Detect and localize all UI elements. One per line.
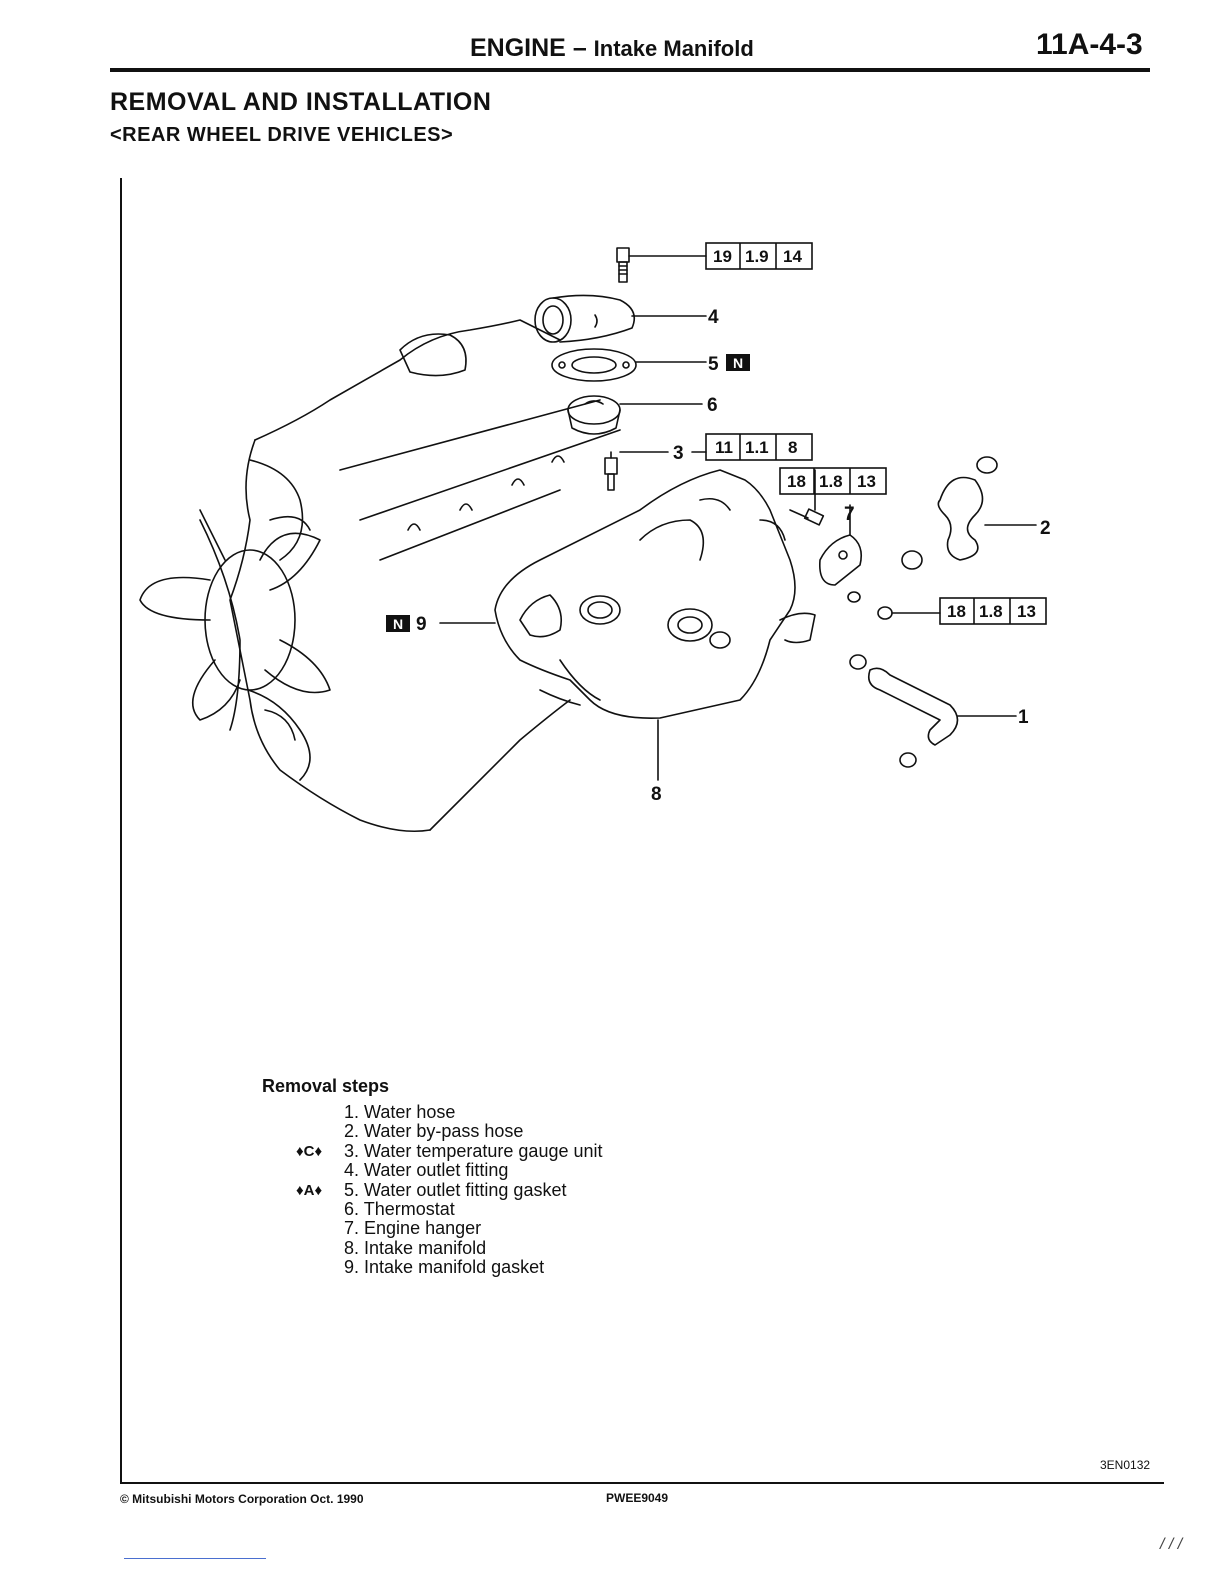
installation-marker: ♦A♦ bbox=[296, 1181, 323, 1199]
step-number: 6. bbox=[344, 1199, 360, 1219]
removal-step: 6. Thermostat bbox=[344, 1199, 455, 1220]
top-bolt-illustration bbox=[616, 247, 707, 283]
removal-step: 7. Engine hanger bbox=[344, 1218, 481, 1239]
step-text: Intake manifold bbox=[364, 1237, 487, 1258]
torque-top-kgm: 1.9 bbox=[745, 247, 769, 266]
scan-artifact-line bbox=[124, 1558, 266, 1559]
callout-7: 7 bbox=[844, 504, 855, 525]
step-text: Water hose bbox=[364, 1102, 456, 1122]
gauge-unit-illustration bbox=[604, 451, 707, 491]
callout-9: 9 bbox=[416, 614, 427, 635]
torque-spec-top-bolt bbox=[705, 242, 813, 270]
step-text: Engine hanger bbox=[364, 1218, 482, 1239]
header-rule bbox=[110, 68, 1150, 72]
cooling-fan-illustration bbox=[139, 509, 331, 721]
footer-copyright: © Mitsubishi Motors Corporation Oct. 199… bbox=[120, 1492, 364, 1506]
figure-frame-bottom bbox=[120, 1482, 1164, 1484]
bypass-hose-illustration bbox=[901, 456, 1037, 570]
new-part-badge-9 bbox=[386, 615, 410, 632]
callout-2: 2 bbox=[1040, 518, 1051, 539]
page-number: 11A-4-3 bbox=[1036, 28, 1143, 61]
torque-spec-gauge-unit bbox=[705, 433, 813, 461]
step-number: 7. bbox=[344, 1218, 360, 1239]
callout-1: 1 bbox=[1018, 707, 1029, 728]
torque-gauge-nm: 11 bbox=[715, 438, 733, 457]
page-heading: REMOVAL AND INSTALLATION bbox=[110, 88, 492, 116]
new-part-symbol-5: N bbox=[733, 355, 743, 371]
torque-hanger-bolt-nm: 18 bbox=[787, 472, 806, 491]
installation-marker: ♦C♦ bbox=[296, 1142, 323, 1160]
thermostat-illustration bbox=[567, 395, 703, 435]
removal-step: 2. Water by-pass hose bbox=[344, 1121, 523, 1142]
outlet-gasket-illustration bbox=[551, 348, 707, 382]
torque-top-ftlbs: 14 bbox=[783, 247, 802, 266]
step-text: Intake manifold gasket bbox=[364, 1257, 545, 1278]
handwritten-mark: / / / bbox=[1160, 1536, 1183, 1553]
callout-3: 3 bbox=[673, 443, 684, 464]
step-text: Water by-pass hose bbox=[364, 1121, 524, 1142]
footer-document-code: PWEE9049 bbox=[606, 1491, 669, 1505]
torque-gauge-ftlbs: 8 bbox=[788, 438, 797, 457]
step-number: 3. bbox=[344, 1140, 360, 1161]
removal-step: 1. Water hose bbox=[344, 1102, 455, 1123]
step-text: Water temperature gauge unit bbox=[364, 1140, 603, 1161]
torque-hanger-nut-ftlbs: 13 bbox=[1017, 602, 1036, 621]
figure-code: 3EN0132 bbox=[1100, 1458, 1151, 1472]
removal-steps-heading: Removal steps bbox=[262, 1076, 390, 1096]
step-number: 4. bbox=[344, 1160, 360, 1181]
step-number: 1. bbox=[344, 1102, 360, 1122]
step-number: 5. bbox=[344, 1179, 360, 1200]
water-outlet-fitting-illustration bbox=[534, 294, 707, 343]
removal-step: 9. Intake manifold gasket bbox=[344, 1257, 544, 1278]
torque-hanger-bolt-kgm: 1.8 bbox=[819, 472, 843, 491]
callout-6: 6 bbox=[707, 395, 718, 416]
removal-step: 8. Intake manifold bbox=[344, 1238, 486, 1259]
new-part-badge-5 bbox=[726, 354, 750, 371]
step-number: 8. bbox=[344, 1237, 360, 1258]
section-title: ENGINE – Intake Manifold bbox=[470, 34, 754, 63]
title-dash: – bbox=[572, 34, 587, 62]
removal-step: ♦A♦ 5. Water outlet fitting gasket bbox=[296, 1179, 567, 1201]
torque-spec-hanger-bolt bbox=[779, 467, 887, 495]
section-subject: Intake Manifold bbox=[593, 36, 754, 61]
torque-hanger-bolt-ftlbs: 13 bbox=[857, 472, 876, 491]
callout-4: 4 bbox=[708, 307, 719, 328]
new-part-symbol-9: N bbox=[393, 616, 403, 632]
figure-frame-left bbox=[120, 178, 122, 1484]
callout-8: 8 bbox=[651, 784, 662, 805]
torque-gauge-kgm: 1.1 bbox=[745, 438, 769, 457]
water-hose-illustration bbox=[849, 654, 1017, 768]
step-text: Thermostat bbox=[363, 1199, 455, 1219]
engine-hanger-illustration bbox=[789, 469, 941, 620]
section-name: ENGINE bbox=[470, 34, 566, 62]
intake-manifold-illustration bbox=[439, 469, 816, 781]
callout-5: 5 bbox=[708, 354, 719, 375]
step-number: 2. bbox=[344, 1121, 360, 1142]
torque-spec-hanger-nut bbox=[939, 597, 1047, 625]
engine-block-illustration bbox=[199, 319, 621, 833]
removal-step: ♦C♦ 3. Water temperature gauge unit bbox=[296, 1140, 603, 1162]
torque-hanger-nut-kgm: 1.8 bbox=[979, 602, 1003, 621]
step-number: 9. bbox=[344, 1257, 360, 1278]
step-text: Water outlet fitting gasket bbox=[364, 1179, 567, 1200]
removal-step: 4. Water outlet fitting bbox=[344, 1160, 508, 1181]
torque-hanger-nut-nm: 18 bbox=[947, 602, 966, 621]
step-text: Water outlet fitting bbox=[364, 1160, 509, 1181]
torque-top-nm: 19 bbox=[713, 247, 732, 266]
page-subheading: <REAR WHEEL DRIVE VEHICLES> bbox=[110, 124, 454, 146]
